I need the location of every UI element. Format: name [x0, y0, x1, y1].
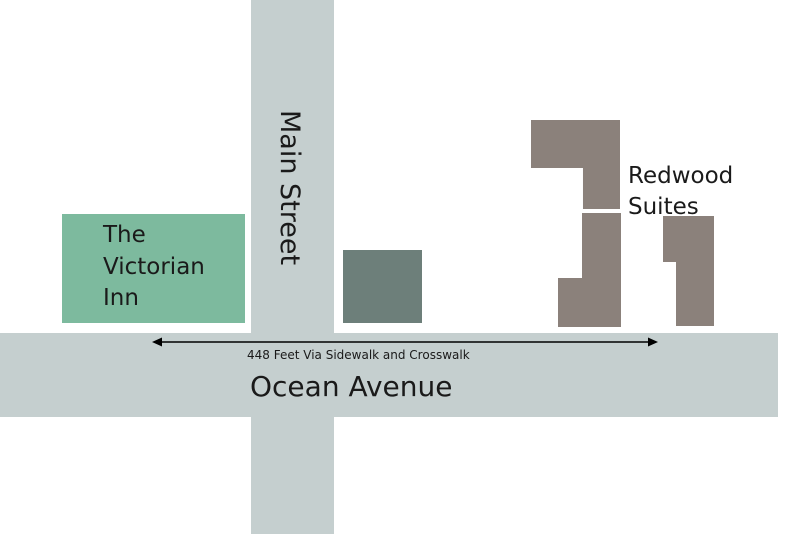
- distance-label: 448 Feet Via Sidewalk and Crosswalk: [247, 348, 470, 362]
- victorian-inn-building: [62, 214, 245, 323]
- redwood-suites-building-south: [558, 213, 621, 327]
- main-street-road: [251, 0, 334, 534]
- main-street-label: Main Street: [274, 110, 305, 266]
- unlabeled-building: [343, 250, 422, 323]
- distance-arrow: [152, 337, 658, 347]
- victorian-inn-label-line: The: [103, 222, 146, 248]
- victorian-inn-label-line: Inn: [103, 285, 139, 311]
- victorian-inn-label: The Victorian Inn: [103, 220, 243, 315]
- redwood-suites-label-line: Redwood: [628, 163, 734, 189]
- ocean-avenue-label: Ocean Avenue: [250, 370, 453, 403]
- redwood-suites-label-line: Suites: [628, 194, 699, 220]
- redwood-suites-label: Redwood Suites: [628, 161, 778, 223]
- victorian-inn-label-line: Victorian: [103, 253, 205, 280]
- arrow-head-right-icon: [648, 337, 658, 347]
- ocean-avenue-road: [0, 333, 778, 417]
- arrow-head-left-icon: [152, 337, 162, 347]
- redwood-suites-building-north: [531, 120, 620, 209]
- redwood-suites-building-east: [663, 216, 714, 326]
